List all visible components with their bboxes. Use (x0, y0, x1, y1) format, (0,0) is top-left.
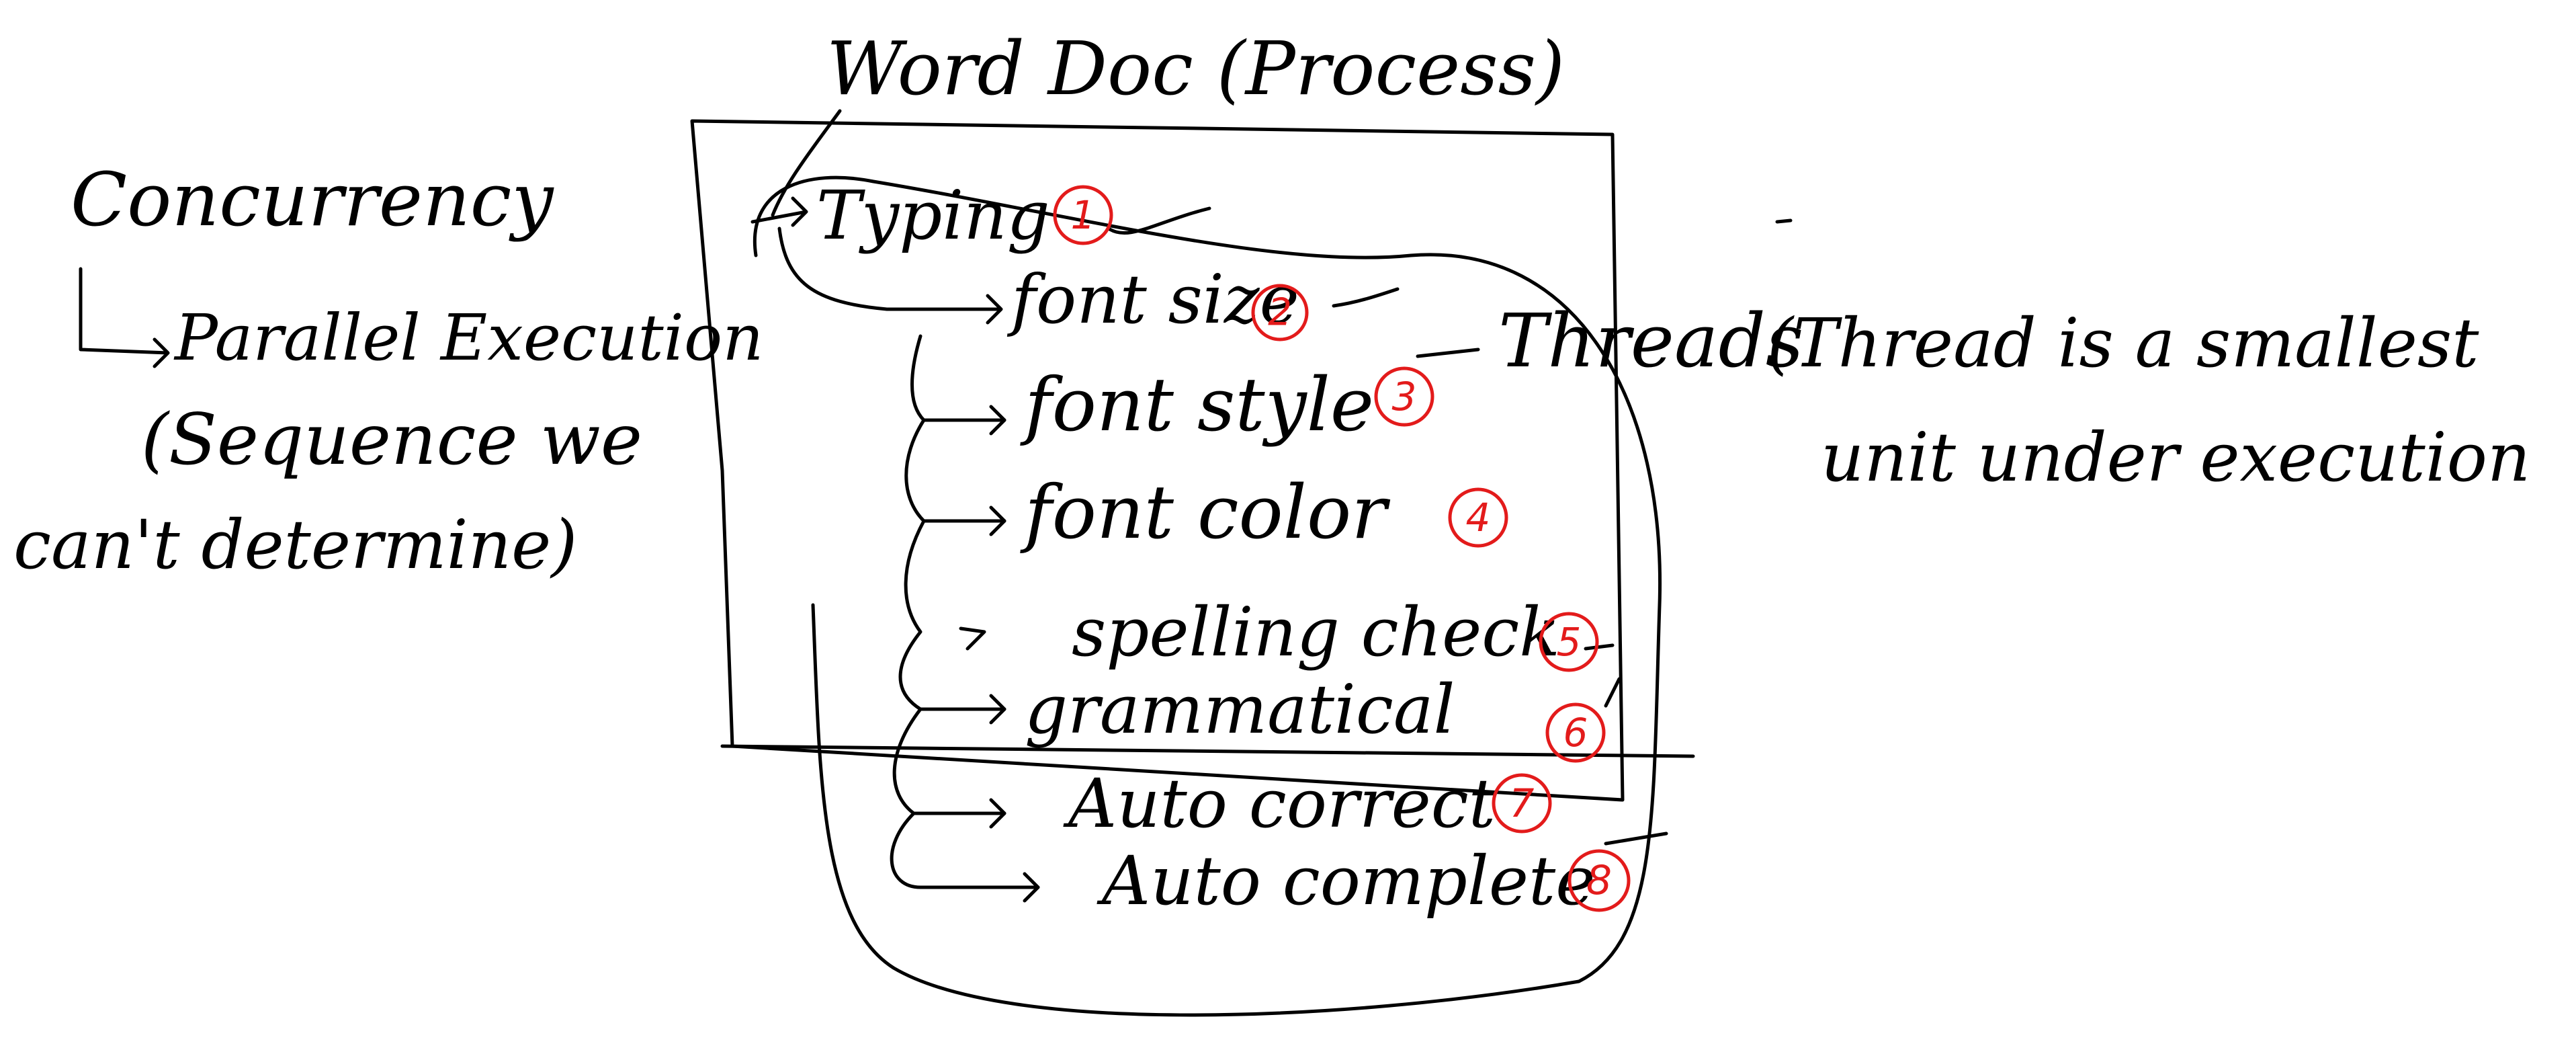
typing-arrow (750, 196, 808, 227)
task-grammatical: grammatical (1025, 670, 1455, 749)
task-font-size: font size (1006, 260, 1299, 339)
note-threads: Threads (1498, 298, 1803, 384)
task-number-7: 7 (1492, 773, 1552, 834)
number-label: 5 (1557, 619, 1582, 665)
note-thread-definition-2: unit under execution (1821, 418, 2530, 497)
task-number-4: 4 (1448, 487, 1508, 548)
task-number-6: 6 (1545, 702, 1606, 763)
bracket-arrowheads (959, 405, 1040, 903)
task-auto-correct: Auto correct (1063, 764, 1496, 843)
number-circle (1053, 185, 1113, 245)
number-label: 4 (1466, 495, 1491, 540)
number-circle (1448, 487, 1508, 548)
note-parallel-execution: Parallel Execution (173, 301, 763, 375)
number-label: 3 (1392, 374, 1417, 419)
tasks-bracket (890, 334, 1040, 889)
diagram-title: Word Doc (Process) (826, 26, 1565, 112)
thread-boundary (753, 175, 1662, 1017)
number-label: 6 (1563, 710, 1588, 756)
concurrency-arrow (79, 267, 170, 368)
note-cant-determine: can't determine) (13, 505, 577, 584)
divider-line (720, 744, 1695, 758)
note-thread-definition-1: (Thread is a smallest (1767, 304, 2479, 382)
task-number-1: 1 (1053, 185, 1113, 245)
typing-branch (777, 227, 1003, 325)
task-typing: Typing (816, 176, 1050, 255)
number-circle (1539, 612, 1599, 672)
task-font-color: font color (1020, 469, 1391, 555)
number-label: 1 (1071, 192, 1096, 238)
number-circle (1492, 773, 1552, 834)
number-label: 7 (1510, 780, 1535, 826)
task-number-5: 5 (1539, 612, 1599, 672)
number-circle (1251, 284, 1309, 341)
task-number-8: 8 (1568, 849, 1631, 912)
number-label: 2 (1268, 291, 1292, 335)
process-box (690, 119, 1625, 802)
note-concurrency: Concurrency (71, 157, 554, 243)
task-number-2: 2 (1251, 284, 1309, 341)
number-circle (1374, 366, 1434, 427)
stray-mark (1775, 218, 1793, 224)
number-circle (1568, 849, 1631, 912)
task-font-style: font style (1020, 362, 1374, 448)
squiggles (1107, 206, 1668, 846)
note-sequence: (Sequence we (141, 399, 642, 481)
task-number-3: 3 (1374, 366, 1434, 427)
number-circle (1545, 702, 1606, 763)
task-spelling-check: spelling check (1072, 593, 1560, 672)
task-auto-complete: Auto complete (1097, 842, 1595, 920)
number-label: 8 (1586, 857, 1612, 904)
